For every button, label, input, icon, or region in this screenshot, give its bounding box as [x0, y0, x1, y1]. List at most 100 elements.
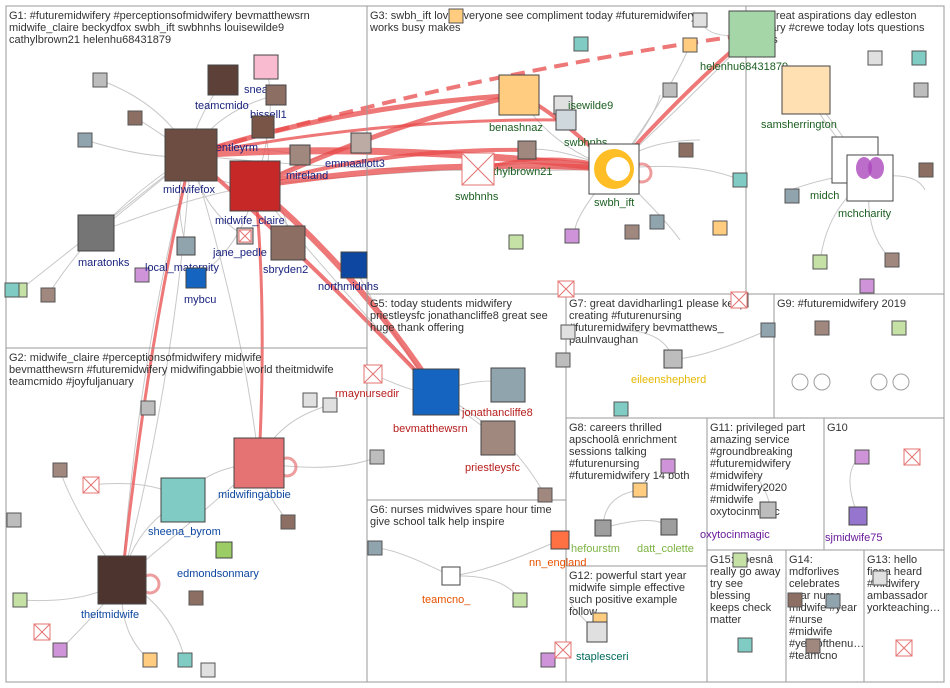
node-northmidnhs[interactable]: northmidnhs — [318, 251, 379, 293]
node-mireland[interactable]: mireland — [286, 144, 328, 182]
node-sbryden2[interactable]: sbryden2 — [263, 225, 308, 276]
node-thumbnail — [712, 220, 728, 236]
peripheral-node-thumbnail[interactable] — [814, 320, 830, 336]
node-athylbrown21[interactable]: athylbrown21 — [487, 140, 552, 178]
peripheral-node-thumbnail[interactable] — [787, 592, 803, 608]
node-thumbnail — [812, 254, 828, 270]
peripheral-node-thumbnail[interactable] — [867, 50, 883, 66]
node-benashnaz[interactable]: benashnaz — [489, 74, 543, 134]
node-datt-colette[interactable]: datt_colette — [637, 518, 694, 555]
peripheral-node-thumbnail[interactable] — [92, 72, 108, 88]
peripheral-node-thumbnail[interactable] — [573, 36, 589, 52]
peripheral-node-thumbnail[interactable] — [825, 593, 841, 609]
peripheral-node-thumbnail[interactable] — [555, 352, 571, 368]
node-midwifefox[interactable]: midwifefox — [163, 128, 218, 196]
peripheral-node-thumbnail[interactable] — [367, 540, 383, 556]
peripheral-node-thumbnail[interactable] — [911, 50, 927, 66]
group-label-line: #futurenursing — [569, 458, 639, 470]
peripheral-node-thumbnail[interactable] — [280, 514, 296, 530]
peripheral-node-thumbnail[interactable] — [682, 37, 698, 53]
peripheral-node-thumbnail[interactable] — [884, 252, 900, 268]
peripheral-node-thumbnail[interactable] — [918, 162, 934, 178]
peripheral-node-thumbnail[interactable] — [632, 482, 648, 498]
peripheral-node-thumbnail[interactable] — [692, 12, 708, 28]
peripheral-node-thumbnail[interactable] — [732, 552, 748, 568]
edge — [374, 547, 452, 577]
node-swbhnbs[interactable]: swbhnbs — [555, 109, 608, 149]
node-emmaallott3[interactable]: emmaallott3 — [325, 132, 385, 170]
edge-weighted — [253, 185, 264, 464]
node-jonathancliffe8[interactable]: jonathancliffe8 — [461, 367, 533, 419]
peripheral-node-thumbnail[interactable] — [302, 392, 318, 408]
node-teamcno-[interactable]: teamcno_ — [422, 566, 471, 606]
node-nn-england[interactable]: nn_england — [529, 530, 587, 569]
node-theitmidwife[interactable]: theitmidwife — [81, 555, 147, 621]
peripheral-node-thumbnail[interactable] — [177, 652, 193, 668]
node-helenhu68431879[interactable]: helenhu68431879 — [700, 10, 788, 73]
peripheral-node-thumbnail[interactable] — [12, 592, 28, 608]
peripheral-node-thumbnail[interactable] — [322, 397, 338, 413]
peripheral-node-thumbnail[interactable] — [649, 214, 665, 230]
node-local-maternity[interactable]: local_maternity — [145, 236, 219, 274]
peripheral-node-thumbnail[interactable] — [760, 322, 776, 338]
node-sjmidwife75[interactable]: sjmidwife75 — [825, 506, 882, 544]
peripheral-node-thumbnail[interactable] — [560, 324, 576, 340]
node-edmondsonmary[interactable]: edmondsonmary — [177, 541, 259, 580]
peripheral-node-thumbnail[interactable] — [77, 132, 93, 148]
circle-node — [892, 373, 910, 391]
node-mybcu[interactable]: mybcu — [184, 267, 216, 306]
peripheral-node-thumbnail[interactable] — [891, 320, 907, 336]
node-staplesceri[interactable]: staplesceri — [576, 621, 629, 663]
peripheral-node-thumbnail[interactable] — [508, 234, 524, 250]
peripheral-node-thumbnail[interactable] — [784, 188, 800, 204]
node-midwifingabbie[interactable]: midwifingabbie — [218, 437, 291, 501]
peripheral-node-thumbnail[interactable] — [200, 662, 216, 678]
peripheral-node-thumbnail[interactable] — [142, 652, 158, 668]
peripheral-node-thumbnail[interactable] — [537, 487, 553, 503]
peripheral-node-thumbnail[interactable] — [712, 220, 728, 236]
node-hefourstm[interactable]: hefourstm — [571, 519, 620, 555]
peripheral-node-thumbnail[interactable] — [872, 570, 888, 586]
peripheral-node-thumbnail[interactable] — [369, 449, 385, 465]
node-thumbnail — [369, 449, 385, 465]
peripheral-node-thumbnail[interactable] — [6, 512, 22, 528]
node-priestleysfc[interactable]: priestleysfc — [465, 420, 521, 474]
peripheral-node-thumbnail[interactable] — [613, 401, 629, 417]
peripheral-node-thumbnail[interactable] — [540, 652, 556, 668]
peripheral-node-thumbnail[interactable] — [913, 82, 929, 98]
peripheral-node-thumbnail[interactable] — [140, 400, 156, 416]
node-label: local_maternity — [145, 262, 219, 274]
peripheral-node-thumbnail[interactable] — [859, 278, 875, 294]
node-oxytocinmagic[interactable]: oxytocinmagic — [700, 501, 777, 541]
node-sheena-byrom[interactable]: sheena_byrom — [148, 477, 221, 538]
peripheral-node-thumbnail[interactable] — [52, 642, 68, 658]
peripheral-node-thumbnail[interactable] — [4, 282, 20, 298]
peripheral-node-thumbnail[interactable] — [40, 287, 56, 303]
peripheral-node-thumbnail[interactable] — [678, 142, 694, 158]
node-samsherrington[interactable]: samsherrington — [761, 65, 837, 131]
peripheral-node-thumbnail[interactable] — [512, 592, 528, 608]
group-label-line: #teamcno — [789, 650, 837, 662]
node-eileenshepherd[interactable]: eileenshepherd — [631, 349, 706, 386]
peripheral-node-thumbnail[interactable] — [134, 267, 150, 283]
peripheral-node-thumbnail[interactable] — [805, 638, 821, 654]
node-teamcmido[interactable]: teamcmido — [195, 64, 249, 112]
peripheral-node-thumbnail[interactable] — [188, 590, 204, 606]
peripheral-node-thumbnail[interactable] — [732, 172, 748, 188]
peripheral-node-thumbnail[interactable] — [624, 224, 640, 240]
peripheral-node-thumbnail[interactable] — [564, 228, 580, 244]
node-midwife-claire-[interactable]: midwife_claire_ — [215, 160, 292, 227]
peripheral-node-thumbnail[interactable] — [127, 110, 143, 126]
peripheral-node-thumbnail[interactable] — [448, 8, 464, 24]
peripheral-node-thumbnail[interactable] — [662, 82, 678, 98]
node-maratonks[interactable]: maratonks — [77, 214, 130, 269]
peripheral-node-thumbnail[interactable] — [854, 449, 870, 465]
peripheral-node-thumbnail[interactable] — [660, 458, 676, 474]
node-bevmatthewsrn[interactable]: bevmatthewsrn — [393, 368, 468, 435]
peripheral-node-thumbnail[interactable] — [812, 254, 828, 270]
group-label-line: #midwife — [710, 494, 753, 506]
peripheral-node-thumbnail[interactable] — [52, 462, 68, 478]
peripheral-node-thumbnail[interactable] — [737, 637, 753, 653]
node-thumbnail — [632, 482, 648, 498]
